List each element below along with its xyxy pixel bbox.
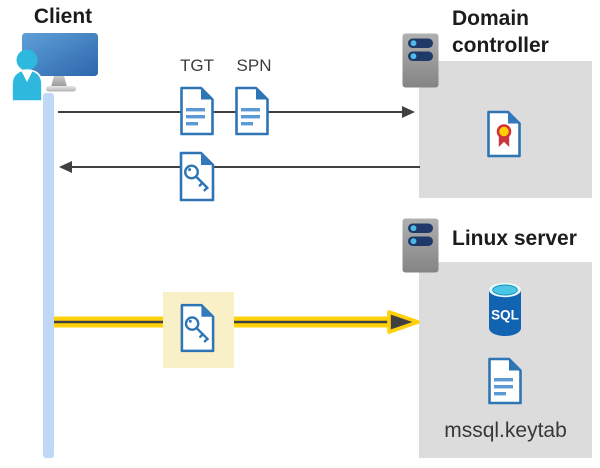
auth-highlight-arrow [50, 309, 425, 335]
key-document-icon [177, 151, 217, 202]
tgt-document-icon [178, 86, 216, 136]
client-icon [8, 30, 100, 101]
certificate-icon [485, 110, 523, 158]
keytab-document-icon [486, 357, 524, 405]
person-icon [16, 49, 38, 71]
spn-document-icon [233, 86, 271, 136]
key-document-highlighted-icon [178, 303, 217, 353]
keytab-label: mssql.keytab [444, 419, 567, 442]
request-arrow [56, 104, 418, 120]
response-arrow [56, 159, 422, 175]
domain-controller-label: Domain controller [452, 7, 549, 57]
sql-icon-text: SQL [491, 308, 519, 323]
spn-label: SPN [236, 56, 272, 75]
sql-database-icon: SQL [487, 281, 523, 337]
monitor-icon [22, 33, 98, 76]
domain-controller-server-icon [402, 33, 439, 88]
linux-server-label: Linux server [452, 227, 577, 250]
linux-server-icon [402, 218, 439, 273]
client-timeline-line [43, 93, 54, 458]
tgt-label: TGT [180, 56, 214, 75]
client-label: Client [33, 5, 93, 28]
